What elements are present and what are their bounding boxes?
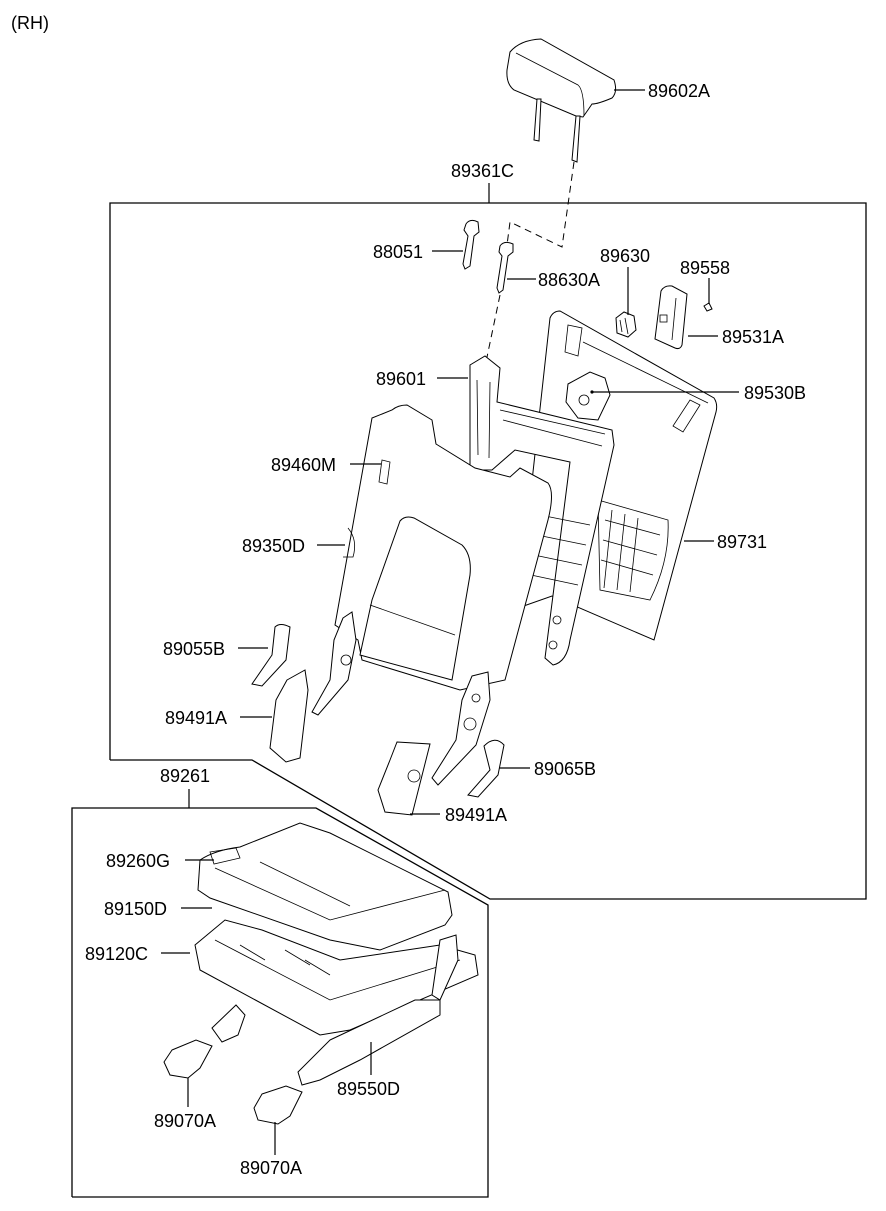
seatback-frame-drawing — [469, 355, 615, 666]
callout-lever-cover: 89531A — [722, 327, 784, 347]
callout-guide-1: 88051 — [373, 242, 423, 262]
callout-cushion-frame: 89120C — [85, 944, 148, 964]
knob-drawing — [615, 311, 637, 338]
callout-cover-left: 89055B — [163, 639, 225, 659]
latch-drawing — [565, 371, 611, 421]
left-hinge-drawing — [311, 611, 357, 716]
callout-shield-right: 89491A — [445, 805, 507, 825]
leg-1-drawing — [163, 1039, 213, 1079]
callout-leg-2: 89070A — [240, 1158, 302, 1178]
shield-left-drawing — [269, 669, 309, 763]
cushion-assembly-box — [71, 789, 489, 1198]
callout-track: 89550D — [337, 1079, 400, 1099]
right-hinge-drawing — [431, 671, 491, 786]
guide-88051-drawing — [462, 219, 480, 270]
leg-2-drawing — [253, 1085, 303, 1125]
cushion-pad-drawing — [197, 822, 453, 951]
callout-cushion-tag: 89260G — [106, 851, 170, 871]
headrest-guide-dashline — [506, 161, 575, 248]
seatback-assembly-box — [109, 183, 867, 900]
callout-frame: 89601 — [376, 369, 426, 389]
group-label-seatback: 89361C — [451, 161, 514, 181]
cover-89055B-drawing — [251, 624, 291, 687]
callout-latch: 89530B — [744, 383, 806, 403]
callout-tag: 89460M — [271, 455, 336, 475]
guide-88630A-drawing — [496, 241, 514, 294]
back-pad-drawing — [334, 404, 552, 691]
leader-lines — [161, 89, 739, 1155]
callout-cover-right: 89065B — [534, 759, 596, 779]
callout-back-pad: 89350D — [242, 536, 305, 556]
callout-shield-left: 89491A — [165, 708, 227, 728]
callout-cushion-pad: 89150D — [104, 899, 167, 919]
callout-guide-2: 88630A — [538, 270, 600, 290]
callout-headrest: 89602A — [648, 81, 710, 101]
lever-cover-drawing — [654, 285, 713, 350]
shield-right-drawing — [377, 741, 431, 816]
diagram-title: (RH) — [11, 13, 49, 33]
cover-89065B-drawing — [467, 739, 505, 798]
callout-leg-1: 89070A — [154, 1111, 216, 1131]
cushion-frame-drawing — [194, 919, 479, 1036]
callout-board: 89731 — [717, 532, 767, 552]
seat-track-drawing — [211, 999, 441, 1086]
group-label-cushion: 89261 — [160, 766, 210, 786]
back-board-drawing — [517, 310, 718, 641]
callout-screw: 89558 — [680, 258, 730, 278]
callout-knob: 89630 — [600, 246, 650, 266]
headrest-drawing — [506, 38, 617, 163]
